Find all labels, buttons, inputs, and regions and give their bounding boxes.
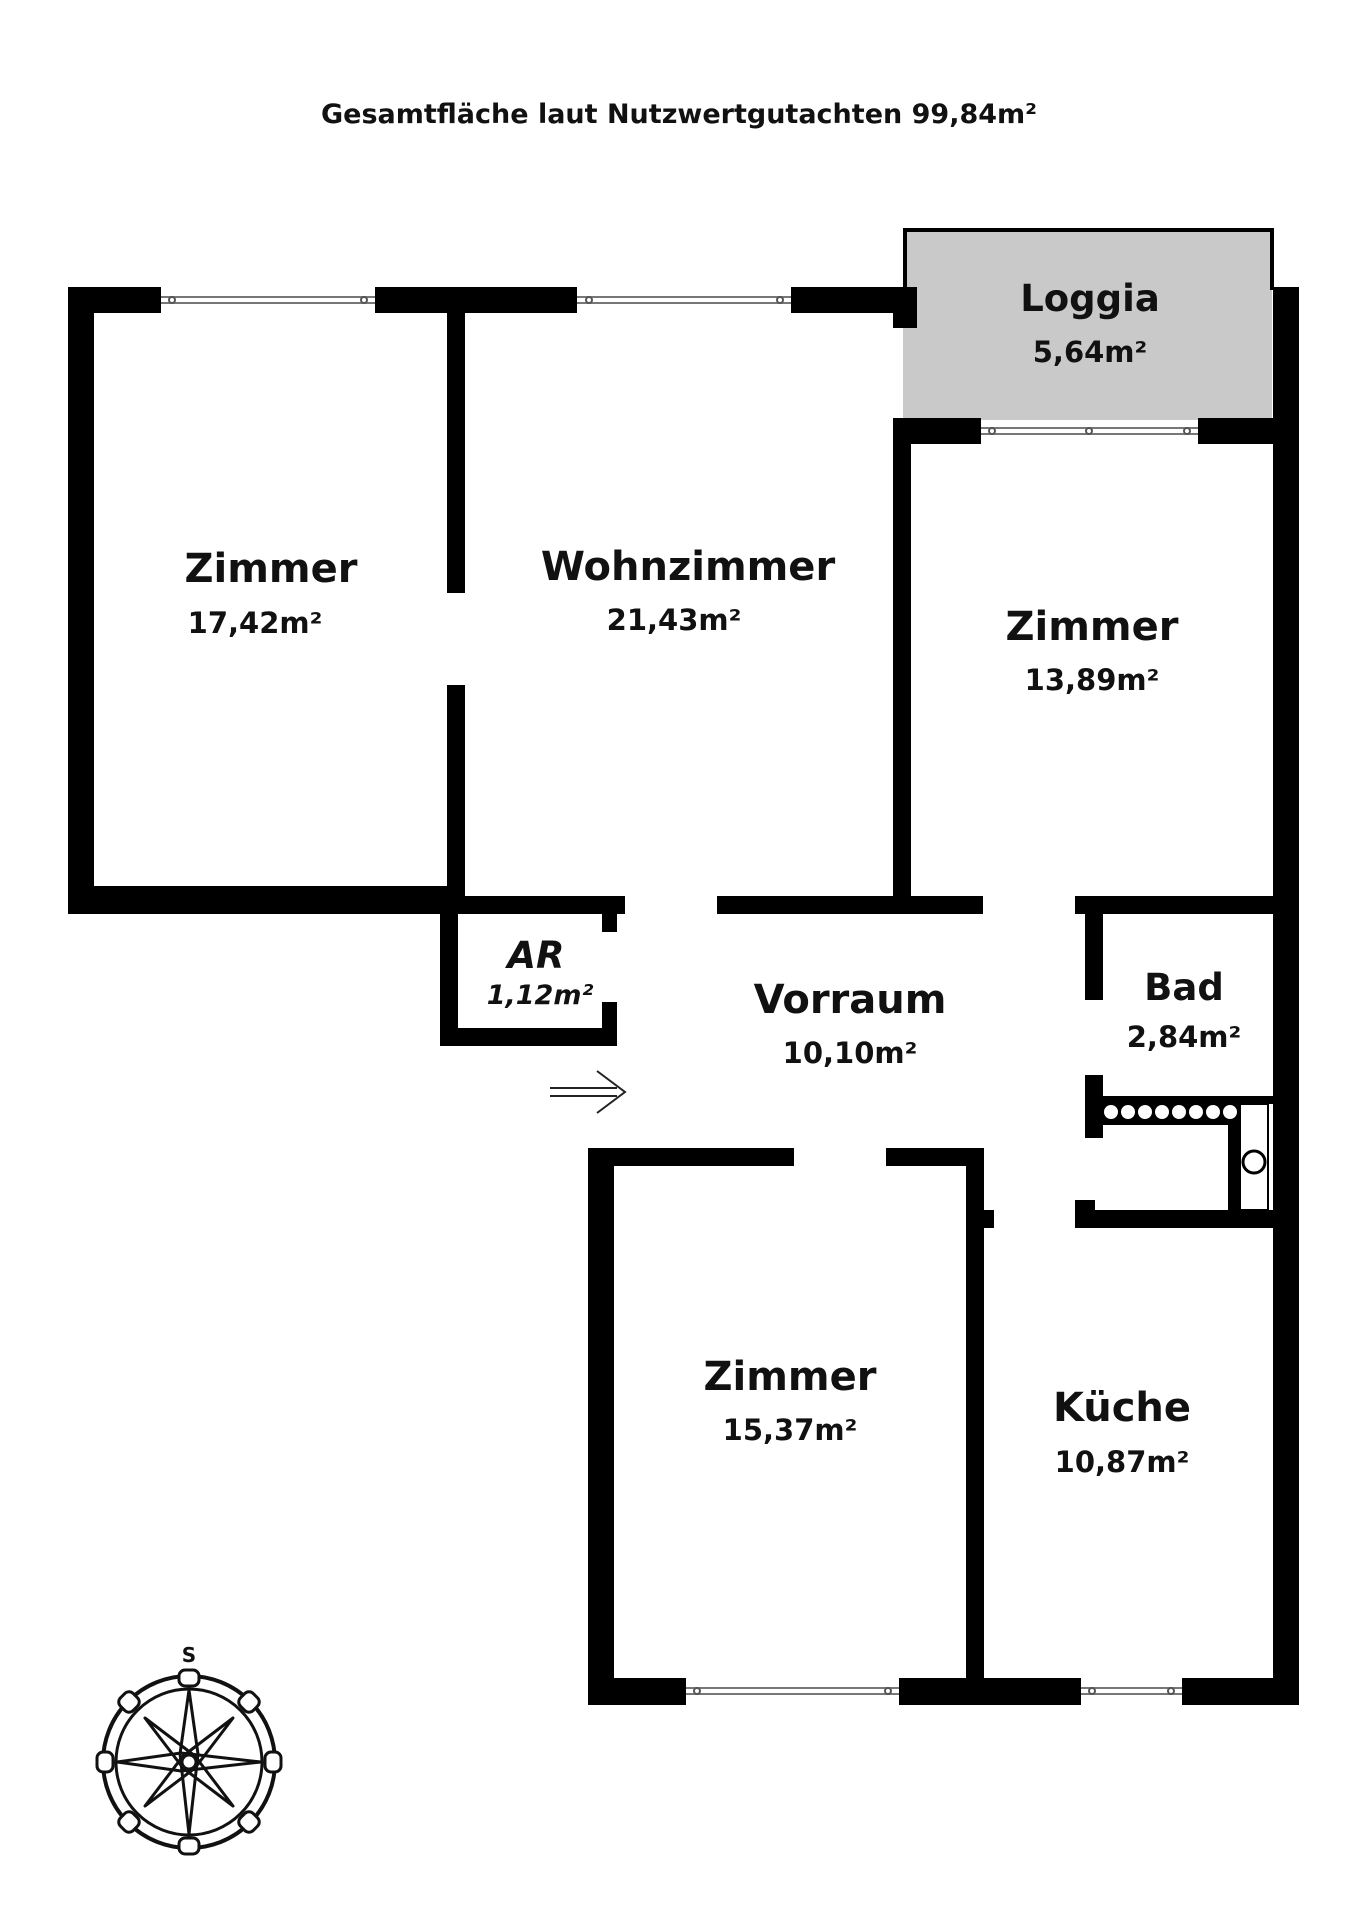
room-area: 17,42m² [188,606,323,640]
room-zimmer-east: Zimmer 13,89m² [1006,604,1179,697]
loggia-area [903,228,1274,420]
room-loggia: Loggia 5,64m² [1020,277,1160,369]
room-area: 10,87m² [1055,1445,1190,1479]
room-name: Zimmer [185,546,358,592]
room-wohnzimmer: Wohnzimmer 21,43m² [541,544,836,637]
room-bad: Bad 2,84m² [1127,966,1241,1054]
room-area: 13,89m² [1025,663,1160,697]
room-zimmer-south: Zimmer 15,37m² [704,1354,877,1447]
room-name: Loggia [1020,277,1160,320]
room-kueche: Küche 10,87m² [1053,1385,1191,1479]
compass-label: S [182,1643,196,1667]
radiator-icon [1098,1099,1238,1125]
room-name: Bad [1144,966,1224,1009]
room-zimmer-west: Zimmer 17,42m² [185,546,358,640]
plan-title: Gesamtfläche laut Nutzwertgutachten 99,8… [321,99,1037,130]
walls [68,287,1299,1705]
compass-rose-icon: S [95,1643,283,1856]
room-name: Wohnzimmer [541,544,836,590]
room-abstellraum: AR 1,12m² [487,934,594,1011]
room-name: Vorraum [754,977,947,1023]
room-name: AR [504,934,564,977]
room-area: 5,64m² [1033,335,1147,369]
window-frames [168,296,1191,1695]
shaft-icon [1239,1103,1269,1211]
room-area: 21,43m² [607,603,742,637]
room-area: 10,10m² [783,1036,918,1070]
room-vorraum: Vorraum 10,10m² [754,977,947,1070]
room-name: Küche [1053,1385,1191,1431]
entrance-arrow-icon [550,1070,627,1114]
room-area: 15,37m² [723,1413,858,1447]
room-name: Zimmer [704,1354,877,1400]
room-name: Zimmer [1006,604,1179,650]
room-area: 1,12m² [487,980,594,1011]
room-area: 2,84m² [1127,1020,1241,1054]
windows [161,296,1198,1695]
